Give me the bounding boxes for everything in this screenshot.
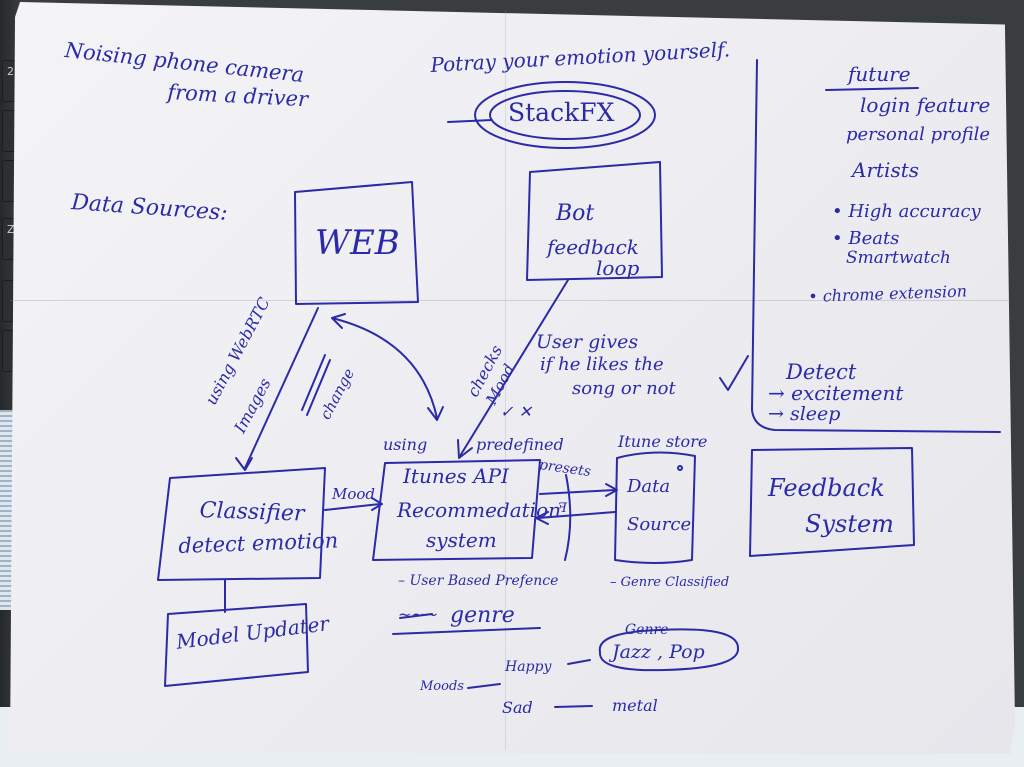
genre-underline [392, 627, 541, 635]
arrow-head [605, 483, 618, 497]
web-label: WEB [315, 223, 400, 263]
arrow-head [427, 406, 444, 421]
detect-label: Detect [786, 360, 857, 384]
future-bullet-smartwatch: Smartwatch [846, 248, 951, 268]
logo-ellipse-outer [474, 81, 656, 149]
moods-label: Moods [420, 679, 464, 694]
tick-cross-mark: ✓ ✕ [500, 402, 532, 421]
predefined-label: predefined [476, 435, 564, 454]
sad-label: Sad [502, 698, 533, 717]
genre-classified: – Genre Classified [610, 575, 730, 590]
classifier-to-rec [324, 503, 381, 511]
moods-arrow [467, 683, 501, 689]
user-gives-label-2: if he likes the [540, 354, 664, 375]
future-item-profile: personal profile [846, 124, 991, 145]
bot-label-2: feedback [547, 235, 639, 259]
logo-text: StackFX [508, 98, 615, 127]
genre-strike [399, 613, 433, 619]
change-arrow-2 [306, 359, 331, 416]
feedback-system-box [749, 447, 915, 557]
datasource-dot [677, 465, 683, 471]
arrow-head [371, 497, 383, 511]
itune-store-label: Itune store [618, 432, 708, 451]
classifier-label-2: detect emotion [177, 528, 339, 558]
genre-small-label: Genre [625, 622, 669, 638]
mood-edge-label: Mood [332, 485, 376, 503]
datasource-to-rec [537, 511, 616, 519]
arrow-head [331, 313, 346, 329]
future-item-artists: Artists [852, 158, 920, 182]
jazz-pop-ellipse [598, 628, 739, 672]
web-to-rec-curve [331, 317, 438, 419]
bot-box [526, 161, 663, 281]
genre-heading: genre [450, 603, 515, 628]
paper-fold-horizontal [10, 300, 1010, 301]
datasource-label-2: Source [627, 514, 692, 535]
bot-to-rec-line [459, 279, 569, 457]
datasource-label: Data [627, 476, 671, 497]
bot-label: Bot [556, 201, 595, 226]
web-to-classifier-line [244, 307, 319, 469]
logo-ellipse-inner [489, 90, 641, 140]
metal-label: metal [612, 696, 658, 715]
web-box [294, 181, 419, 305]
future-title: future [848, 62, 911, 86]
user-gives-label-3: song or not [572, 378, 676, 399]
model-updater-box [164, 603, 309, 687]
detect-excitement: → excitement [768, 381, 904, 405]
sad-arrow [554, 705, 593, 708]
bot-label-3: loop [596, 256, 640, 280]
logo-tail [447, 119, 493, 123]
key-label: 2 [7, 65, 14, 78]
arrow-head [235, 457, 253, 471]
presets-curve [564, 474, 572, 561]
genre-strikethrough: ~~~ [398, 605, 439, 624]
edge-mark: ꟻ [558, 501, 568, 516]
check-mark [719, 355, 749, 391]
rec-to-datasource [539, 489, 616, 495]
recommendation-box [372, 459, 541, 561]
datasource-cylinder [614, 451, 696, 564]
future-underline [825, 87, 919, 91]
future-bullet-beats: • Beats [832, 228, 900, 249]
using-label: using [383, 435, 428, 454]
arrow-head [535, 511, 549, 525]
classifier-label: Classifier [199, 498, 305, 527]
future-panel-border [751, 59, 1001, 433]
user-based-preference: – User Based Prefence [398, 573, 559, 589]
classifier-box [157, 467, 326, 581]
recommendation-label-2: Recommedation [397, 498, 561, 522]
arrow-head [457, 439, 473, 459]
feedback-system-label-2: System [805, 510, 894, 538]
detect-sleep: → sleep [768, 403, 841, 425]
jazz-pop-label: Jazz , Pop [612, 641, 705, 663]
change-arrow [301, 354, 326, 411]
feedback-system-label: Feedback [768, 474, 885, 502]
happy-arrow [567, 659, 591, 665]
future-item-login: login feature [860, 93, 991, 117]
future-bullet-accuracy: • High accuracy [832, 201, 981, 222]
user-gives-label: User gives [536, 331, 639, 353]
happy-label: Happy [505, 659, 552, 675]
key-label: Z [7, 223, 15, 236]
recommendation-label-3: system [426, 528, 497, 552]
recommendation-label: Itunes API [403, 464, 509, 488]
